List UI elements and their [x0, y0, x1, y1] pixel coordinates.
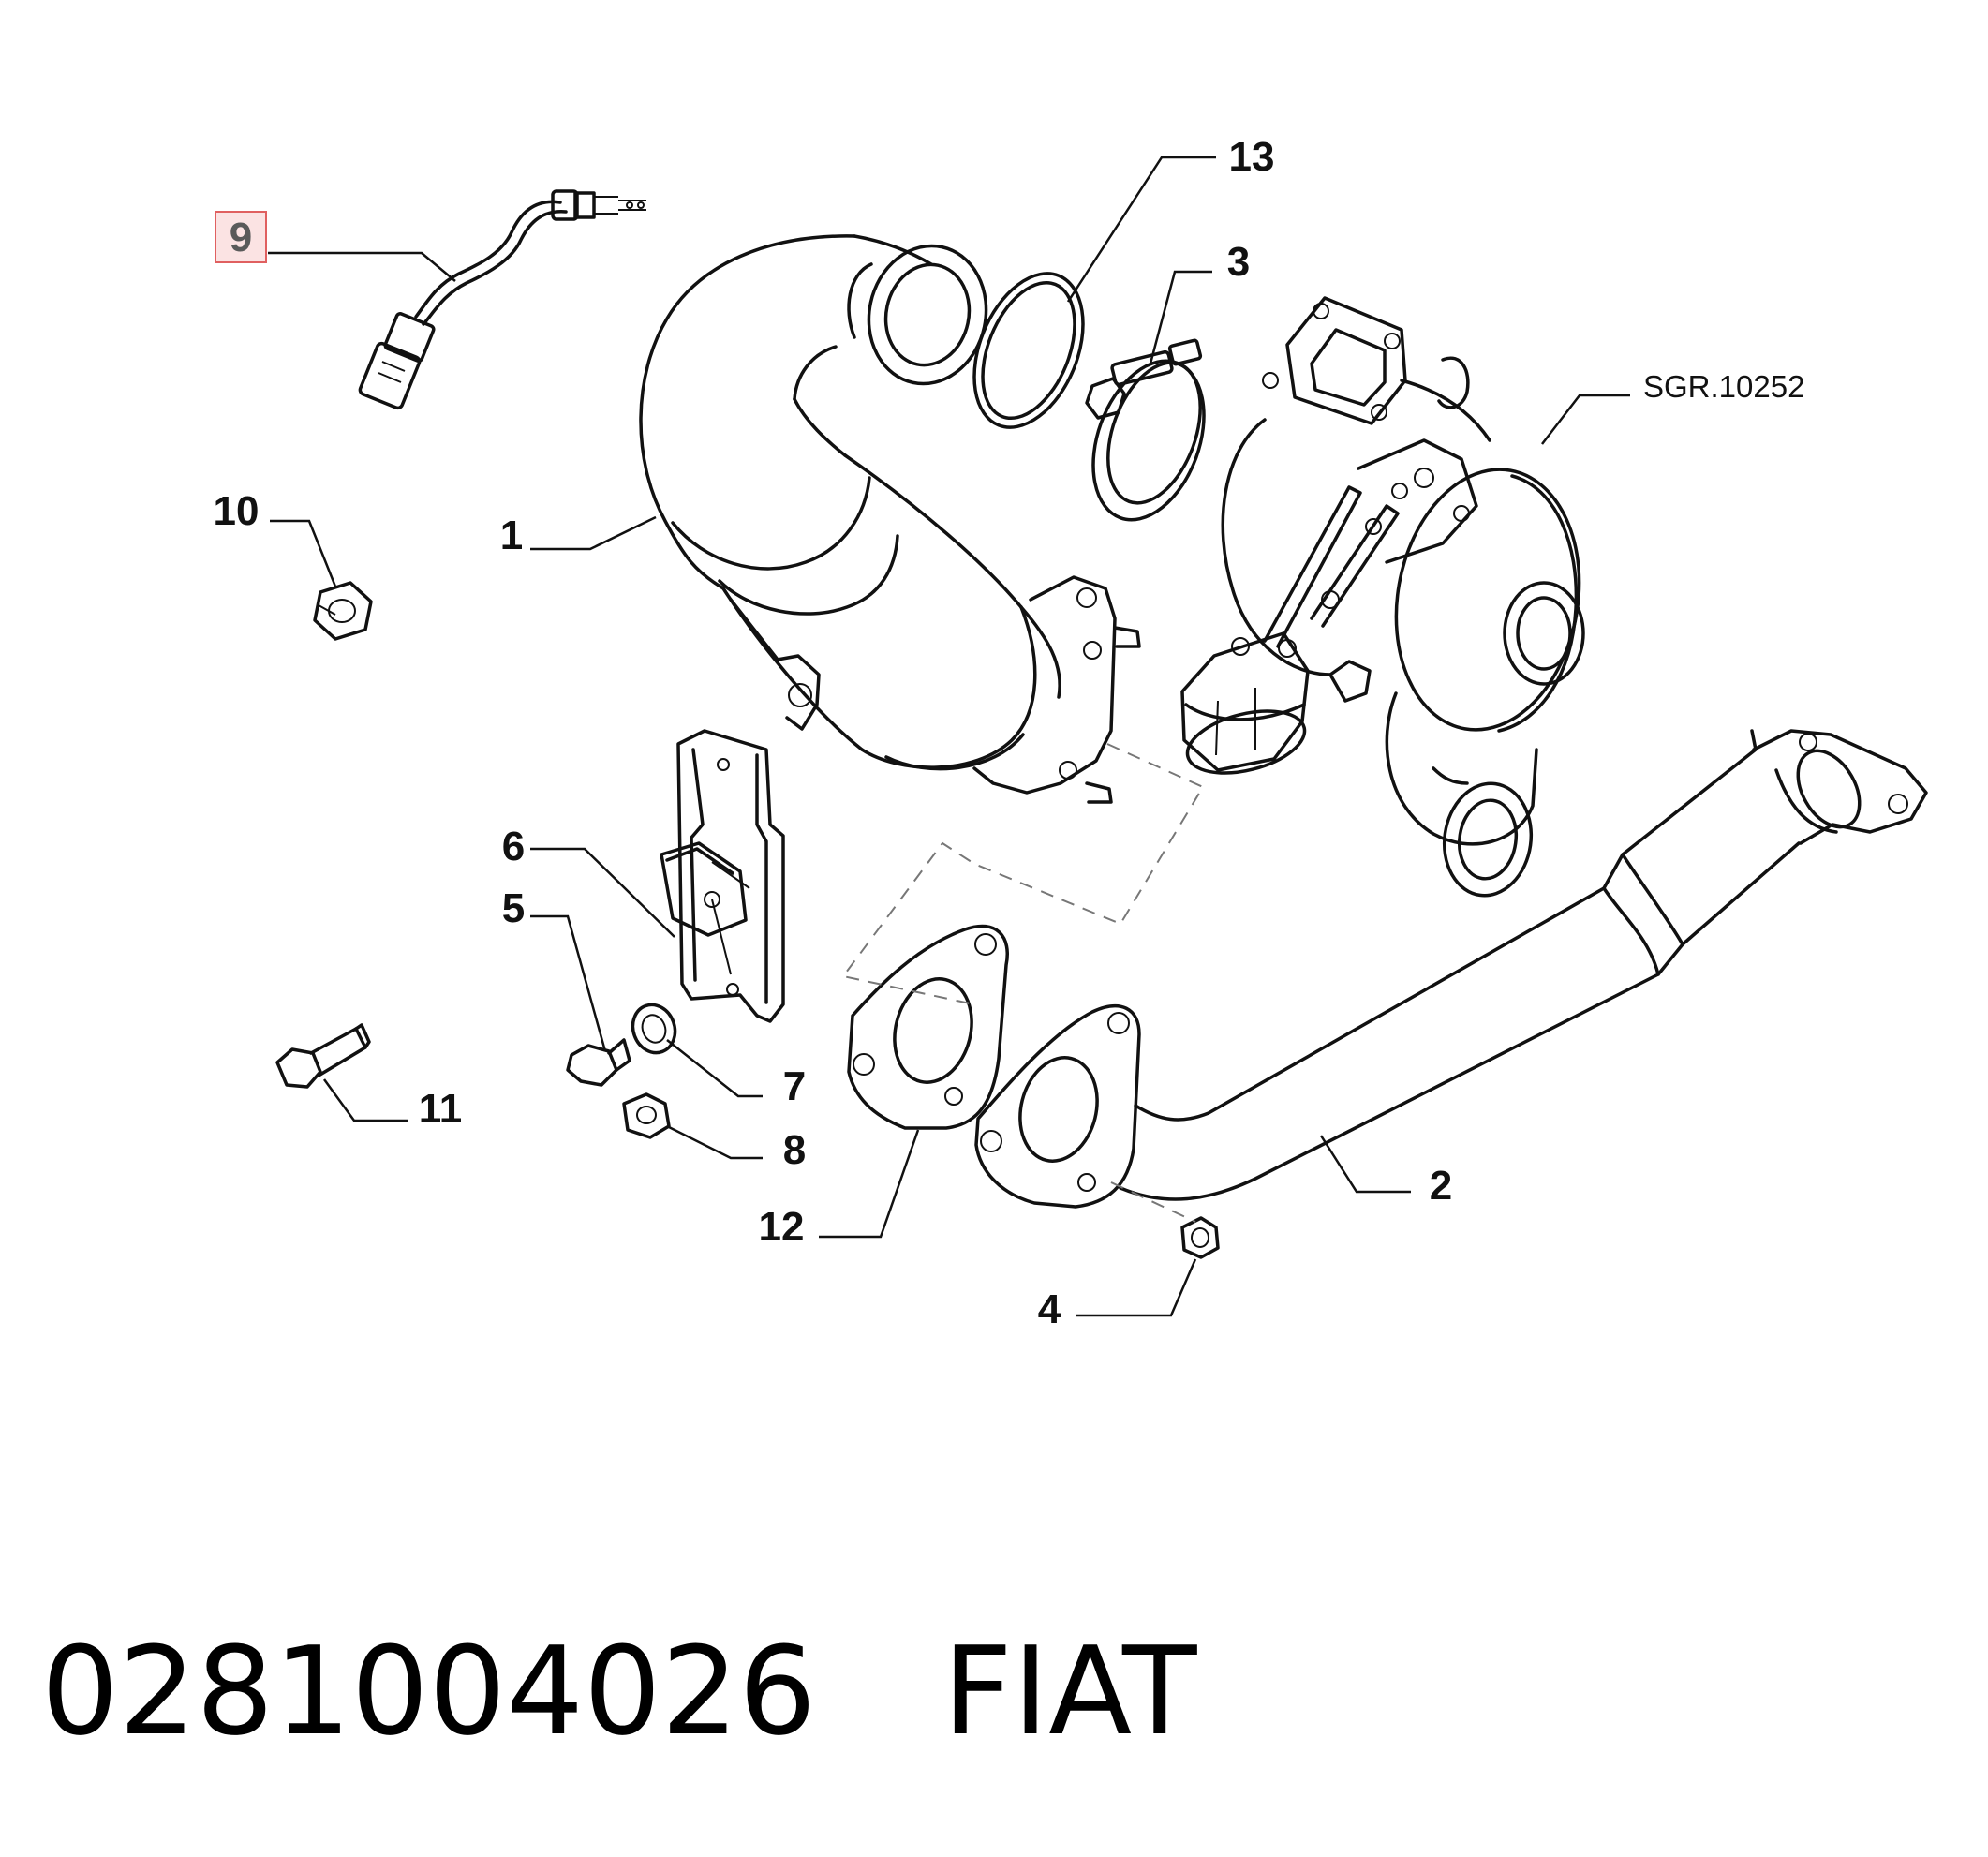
- part-number: 0281004026: [41, 1620, 817, 1762]
- part-5-bolt[interactable]: [566, 1038, 631, 1087]
- leader-lines: [268, 156, 1630, 1317]
- callout-labels: 9 10 1 13 3 SGR.10252 6 5 7 8 11 12 2 4: [214, 134, 1805, 1332]
- part-4-nut[interactable]: [1180, 1216, 1220, 1259]
- turbocharger-assembly[interactable]: [1180, 296, 1599, 901]
- brand-name: FIAT: [942, 1620, 1197, 1762]
- part-1-catalytic-converter[interactable]: [639, 234, 1141, 804]
- part-8-nut[interactable]: [622, 1092, 671, 1139]
- part-9-lambda-sensor[interactable]: [358, 189, 646, 410]
- assembly-guide-lines: [841, 743, 1205, 1223]
- callout-12: 12: [759, 1204, 805, 1250]
- part-10-nut[interactable]: [313, 581, 373, 641]
- callout-2: 2: [1430, 1163, 1452, 1209]
- part-9-highlight-box: [215, 211, 267, 263]
- callout-9: 9: [230, 215, 252, 260]
- part-11-bolt[interactable]: [275, 1023, 371, 1089]
- reference-code: SGR.10252: [1643, 369, 1804, 404]
- part-2-down-pipe[interactable]: [974, 729, 1928, 1209]
- callout-5: 5: [502, 885, 525, 931]
- callout-7: 7: [783, 1063, 806, 1109]
- callout-6: 6: [502, 824, 525, 869]
- part-12-flange-gasket[interactable]: [847, 924, 1009, 1130]
- part-3-clamp[interactable]: [1073, 338, 1224, 535]
- callout-1: 1: [500, 513, 523, 558]
- part-13-gasket-ring[interactable]: [954, 258, 1105, 443]
- callout-13: 13: [1229, 134, 1275, 180]
- part-6-bracket[interactable]: [660, 729, 785, 1023]
- callout-10: 10: [214, 488, 260, 534]
- callout-11: 11: [419, 1086, 463, 1132]
- part-7-washer[interactable]: [626, 999, 681, 1059]
- callout-4: 4: [1038, 1286, 1061, 1332]
- callout-3: 3: [1227, 239, 1250, 285]
- callout-8: 8: [783, 1127, 806, 1173]
